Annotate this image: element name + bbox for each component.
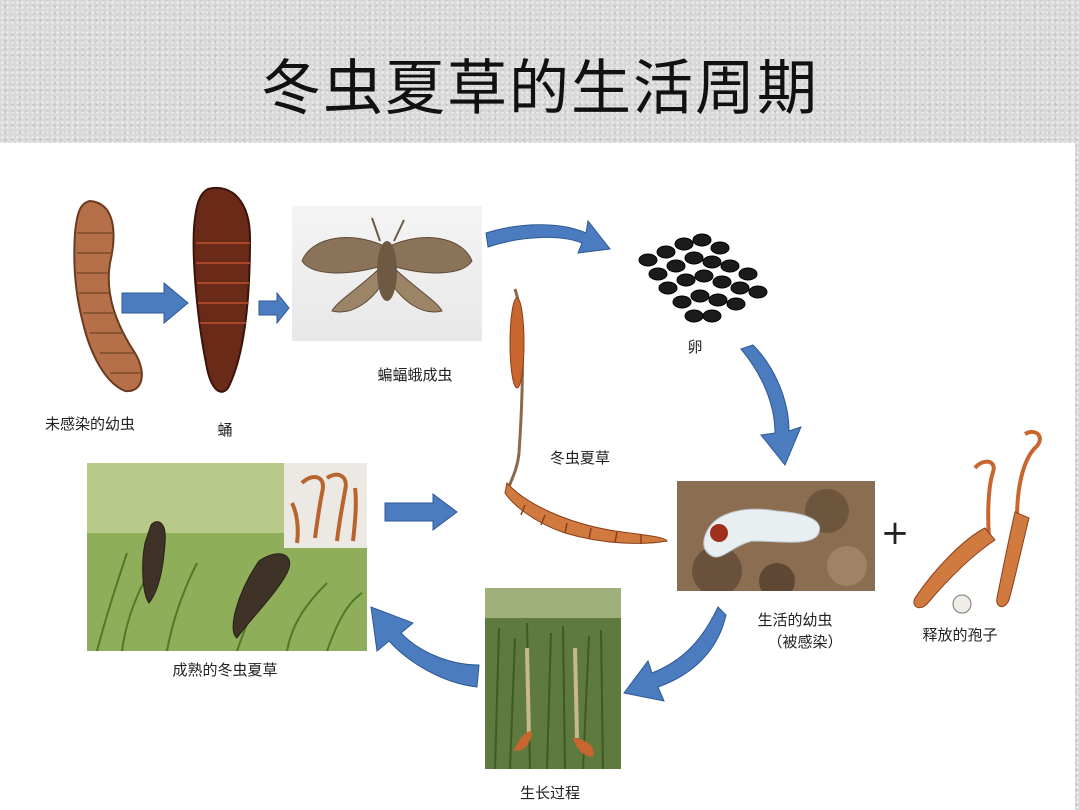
growth-process-image (485, 588, 621, 769)
cordyceps-label: 冬虫夏草 (549, 449, 610, 467)
egg-label: 卵 (687, 338, 703, 356)
living-larva-label-line2: （被感染） (767, 633, 843, 651)
adult-moth-image (292, 206, 482, 341)
diagram-panel: 未感染的幼虫 蛹 蝙蝠蛾成虫 (0, 143, 1075, 810)
pupa-label: 蛹 (217, 421, 233, 439)
plus-sign: + (880, 513, 910, 553)
released-spores-image (913, 429, 1042, 614)
uninfected-larva-label: 未感染的幼虫 (44, 415, 135, 433)
living-larva-label-line1: 生活的幼虫 (757, 611, 833, 629)
arrow-larva-to-growth (623, 606, 727, 702)
arrow-growth-to-mature (370, 606, 480, 688)
page-title: 冬虫夏草的生活周期 (261, 54, 819, 124)
mature-cordyceps-image (87, 463, 367, 651)
adult-moth-label: 蝙蝠蛾成虫 (377, 366, 453, 384)
uninfected-larva-image (73, 199, 143, 393)
arrow-mature-to-cordyceps (384, 493, 458, 531)
cordyceps-image (504, 288, 668, 544)
growth-process-label: 生长过程 (519, 784, 580, 802)
arrow-moth-to-eggs (485, 219, 611, 254)
mature-cordyceps-label: 成熟的冬虫夏草 (172, 661, 278, 679)
pupa-image (192, 186, 252, 393)
living-larva-image (677, 481, 875, 591)
arrow-larva-to-pupa (121, 281, 189, 325)
arrow-eggs-to-larva (740, 344, 802, 466)
released-spores-label: 释放的孢子 (922, 626, 998, 644)
eggs-image (638, 233, 768, 323)
arrow-pupa-to-moth (258, 291, 290, 325)
